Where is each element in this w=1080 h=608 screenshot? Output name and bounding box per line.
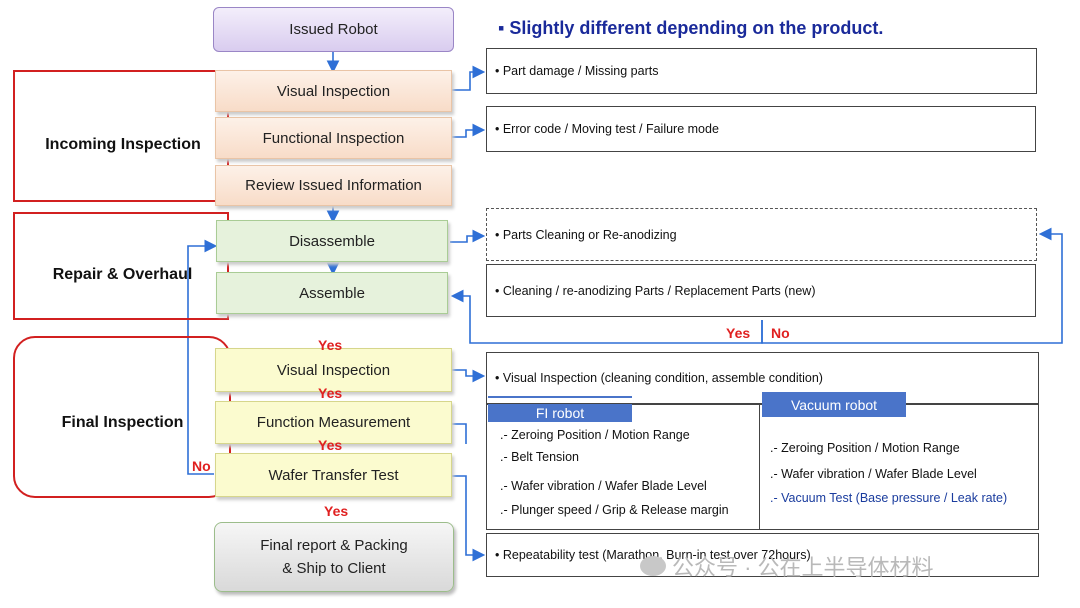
arrow-visual-note — [452, 65, 486, 91]
vacuum-robot-item: .- Vacuum Test (Base pressure / Leak rat… — [770, 491, 1008, 505]
function-measurement-step[interactable]: Function Measurement — [215, 401, 452, 444]
fi-robot-item: .- Plunger speed / Grip & Release margin — [500, 503, 729, 517]
arrow-wafer-note — [452, 475, 486, 562]
visual-inspection-step[interactable]: Visual Inspection — [215, 70, 452, 112]
vacuum-robot-item: .- Zeroing Position / Motion Range — [770, 441, 960, 455]
arrow-function-to-fi — [452, 423, 467, 444]
vacuum-robot-tag: Vacuum robot — [762, 392, 906, 417]
arrow-functional-note — [452, 123, 486, 138]
repair-phase-frame — [13, 212, 229, 320]
arrow-no-loop — [187, 239, 218, 475]
note-error-code-text: • Error code / Moving test / Failure mod… — [495, 122, 719, 136]
arrow-yes-to-assemble — [450, 289, 763, 344]
issued-robot-step[interactable]: Issued Robot — [213, 7, 454, 52]
note-part-damage-text: • Part damage / Missing parts — [495, 64, 659, 78]
final-report-step[interactable]: Final report & Packing & Ship to Client — [214, 522, 454, 592]
watermark-text: 公众号 · 公在上半导体材料 — [672, 555, 934, 580]
yes-label-1: Yes — [318, 337, 343, 353]
note-visual-condition-text: • Visual Inspection (cleaning condition,… — [495, 371, 823, 385]
visual-inspection-final-step[interactable]: Visual Inspection — [215, 348, 452, 392]
fi-robot-item: .- Wafer vibration / Wafer Blade Level — [500, 479, 707, 493]
note-visual-condition: • Visual Inspection (cleaning condition,… — [486, 352, 1039, 404]
arrow-visual2-note — [452, 369, 486, 383]
robot-measurement-panel — [486, 404, 1039, 530]
review-information-step[interactable]: Review Issued Information — [215, 165, 452, 206]
yes-label-2: Yes — [318, 385, 343, 401]
yes-label-3: Yes — [318, 437, 343, 453]
fi-robot-tag: FI robot — [488, 404, 632, 422]
no-label-decision: No — [771, 325, 790, 341]
note-replacement-parts: • Cleaning / re-anodizing Parts / Replac… — [486, 264, 1036, 317]
note-replacement-parts-text: • Cleaning / re-anodizing Parts / Replac… — [495, 283, 816, 298]
watermark: 公众号 · 公在上半导体材料 — [640, 550, 934, 582]
arrow-disassemble-note — [450, 229, 486, 243]
fi-robot-item: .- Belt Tension — [500, 450, 579, 464]
assemble-step[interactable]: Assemble — [216, 272, 448, 314]
yes-label-4: Yes — [324, 503, 349, 519]
note-part-damage: • Part damage / Missing parts — [486, 48, 1037, 94]
repair-phase-label: Repair & Overhaul — [52, 266, 193, 283]
final-phase-label: Final Inspection — [61, 414, 184, 431]
vacuum-robot-item: .- Wafer vibration / Wafer Blade Level — [770, 467, 977, 481]
wechat-icon — [640, 556, 666, 576]
note-repeatability: • Repeatability test (Marathon, Burn-in … — [486, 533, 1039, 577]
fi-robot-underline — [488, 396, 632, 398]
no-label-loop: No — [192, 458, 211, 474]
fi-robot-item: .- Zeroing Position / Motion Range — [500, 428, 690, 442]
page-title: ▪ Slightly different depending on the pr… — [498, 18, 884, 38]
yes-label-decision: Yes — [726, 325, 751, 341]
robot-panel-divider — [759, 404, 760, 530]
wafer-transfer-test-step[interactable]: Wafer Transfer Test — [215, 453, 452, 497]
note-parts-cleaning-text: • Parts Cleaning or Re-anodizing — [495, 227, 677, 242]
note-parts-cleaning: • Parts Cleaning or Re-anodizing — [486, 208, 1037, 261]
disassemble-step[interactable]: Disassemble — [216, 220, 448, 262]
incoming-phase-label: Incoming Inspection — [45, 136, 201, 153]
functional-inspection-step[interactable]: Functional Inspection — [215, 117, 452, 159]
note-repeatability-text: • Repeatability test (Marathon, Burn-in … — [495, 548, 811, 562]
note-error-code: • Error code / Moving test / Failure mod… — [486, 106, 1036, 152]
